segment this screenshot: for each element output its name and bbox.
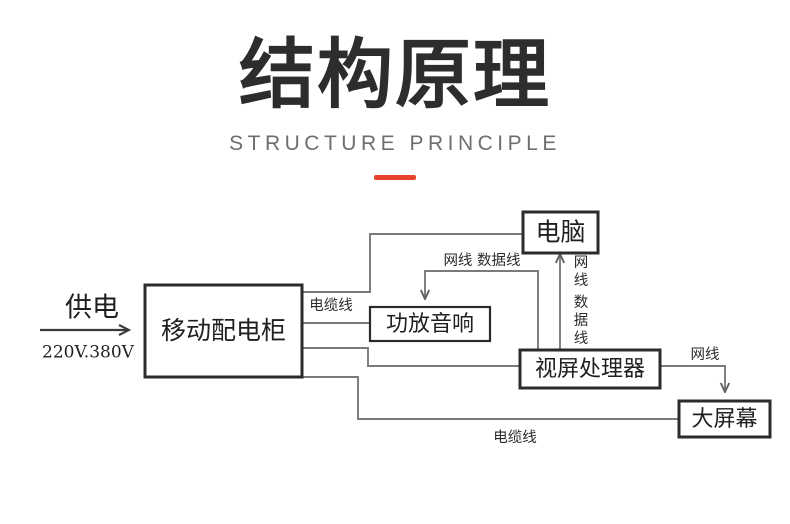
- page-header: 结构原理 STRUCTURE PRINCIPLE: [0, 0, 790, 180]
- wire-cabinet-to-computer: [302, 233, 523, 293]
- edge-label-cable-to-screen: 电缆线: [493, 429, 537, 446]
- edge-label-net-data-to-amplifier: 网线 数据线: [443, 252, 520, 269]
- node-label-screen: 大屏幕: [691, 407, 757, 432]
- node-label-processor: 视屏处理器: [535, 357, 645, 382]
- page-subtitle: STRUCTURE PRINCIPLE: [229, 132, 561, 155]
- node-label-cabinet: 移动配电柜: [161, 316, 286, 345]
- wire-cabinet-to-screen: [302, 376, 679, 420]
- vert-char-2: 数: [574, 294, 589, 311]
- wire-processor-to-screen: [660, 365, 725, 391]
- edge-label-net-data-vertical: 网 线 数 据 线: [574, 255, 589, 347]
- edge-label-net-to-screen: 网线: [691, 346, 720, 363]
- node-label-computer: 电脑: [535, 218, 585, 247]
- wire-cabinet-to-processor: [302, 347, 520, 367]
- power-input-label: 供电: [65, 293, 119, 324]
- edge-label-cable-to-amplifier: 电缆线: [309, 297, 353, 314]
- vert-char-1: 线: [574, 272, 589, 289]
- structure-diagram: 供电 220V.380V 移动配电柜: [0, 195, 790, 485]
- power-input-group: 供电 220V.380V: [40, 293, 135, 363]
- node-mobile-distribution-cabinet[interactable]: 移动配电柜: [143, 283, 304, 379]
- node-amplifier-speaker[interactable]: 功放音响: [368, 305, 492, 343]
- accent-divider: [374, 175, 416, 180]
- page-title: 结构原理: [239, 30, 551, 119]
- node-large-screen[interactable]: 大屏幕: [677, 399, 772, 439]
- node-label-amplifier: 功放音响: [386, 312, 474, 337]
- node-computer[interactable]: 电脑: [521, 210, 600, 255]
- vert-char-4: 线: [574, 330, 589, 347]
- wire-processor-to-amplifier: [425, 270, 539, 350]
- vert-char-3: 据: [574, 312, 589, 329]
- power-input-voltage: 220V.380V: [42, 343, 135, 363]
- vert-char-0: 网: [574, 255, 589, 271]
- node-video-processor[interactable]: 视屏处理器: [518, 348, 662, 390]
